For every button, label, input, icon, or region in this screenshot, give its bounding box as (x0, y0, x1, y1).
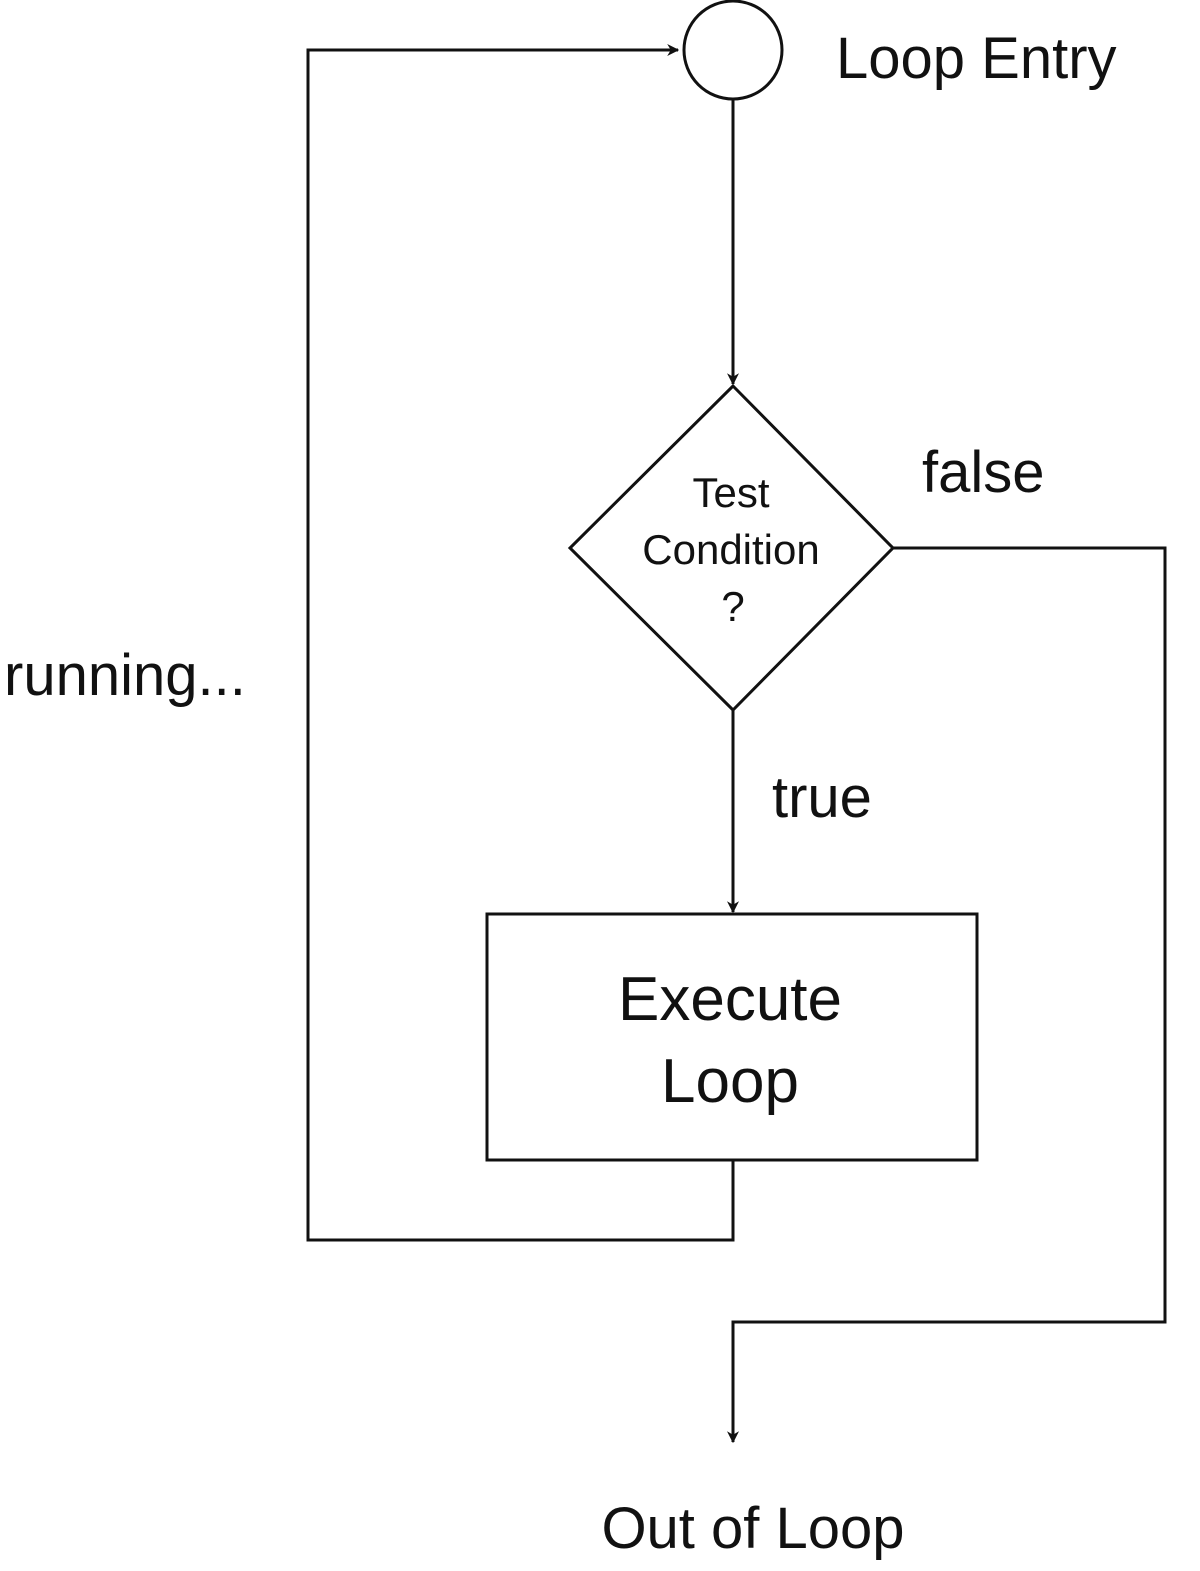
condition-label-line-2: Condition (642, 526, 819, 573)
false-label: false (922, 440, 1045, 505)
running-label: running... (4, 643, 246, 708)
loop-back-edge (306, 44, 735, 1242)
execute-label-line-1: Execute (618, 965, 842, 1034)
true-label: true (772, 765, 872, 830)
condition-label-line-1: Test (692, 469, 769, 516)
false-edge (727, 546, 1167, 1444)
loop-entry-node (682, 0, 784, 101)
execute-label-line-2: Loop (661, 1047, 799, 1116)
loop-entry-label: Loop Entry (836, 26, 1117, 91)
condition-label-line-3: ? (721, 583, 744, 630)
test-condition-node (567, 383, 896, 713)
execute-loop-node (485, 912, 979, 1162)
out-of-loop-label: Out of Loop (601, 1496, 904, 1561)
